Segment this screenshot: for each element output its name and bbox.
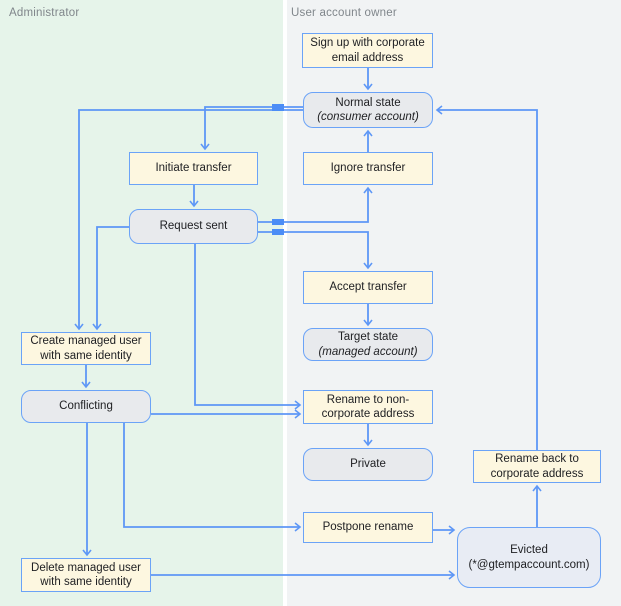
node-label: Postpone rename (322, 521, 414, 534)
node-label: Request sent (159, 220, 228, 233)
node-label: Sign up with corporate email address (310, 37, 425, 64)
node-sublabel: (managed account) (318, 345, 418, 358)
lane-administrator-label: Administrator (9, 7, 80, 19)
node-private: Private (303, 448, 433, 481)
lane-administrator: Administrator (0, 0, 283, 606)
lane-user-account-owner-label: User account owner (291, 7, 397, 19)
node-ignore-transfer: Ignore transfer (303, 152, 433, 185)
node-label: Delete managed user with same identity (31, 561, 141, 588)
node-initiate-transfer: Initiate transfer (129, 152, 258, 185)
node-label: Ignore transfer (330, 162, 406, 175)
node-delete-managed-user: Delete managed user with same identity (21, 558, 151, 592)
node-label: Private (350, 458, 386, 471)
node-request-sent: Request sent (129, 209, 258, 244)
node-label: Conflicting (59, 400, 113, 413)
node-label: Rename to non-corporate address (321, 393, 415, 420)
node-target-state: Target state (managed account) (303, 328, 433, 361)
node-evicted: Evicted (*@gtempaccount.com) (457, 527, 601, 588)
node-normal-state: Normal state (consumer account) (303, 92, 433, 128)
node-create-managed-user: Create managed user with same identity (21, 332, 151, 365)
node-label: Evicted (510, 544, 548, 557)
node-label: Create managed user with same identity (30, 335, 142, 362)
node-accept-transfer: Accept transfer (303, 271, 433, 304)
node-conflicting: Conflicting (21, 390, 151, 423)
node-label: Rename back to corporate address (490, 453, 584, 480)
node-label: Initiate transfer (155, 162, 232, 175)
node-rename-to-non-corporate: Rename to non-corporate address (303, 390, 433, 424)
node-sublabel: (*@gtempaccount.com) (468, 558, 590, 571)
node-sign-up: Sign up with corporate email address (302, 33, 433, 68)
node-label: Target state (337, 331, 399, 344)
node-label: Accept transfer (329, 281, 407, 294)
node-sublabel: (consumer account) (317, 111, 419, 123)
node-postpone-rename: Postpone rename (303, 512, 433, 543)
node-rename-back-to-corporate: Rename back to corporate address (473, 450, 601, 483)
node-label: Normal state (335, 96, 401, 109)
